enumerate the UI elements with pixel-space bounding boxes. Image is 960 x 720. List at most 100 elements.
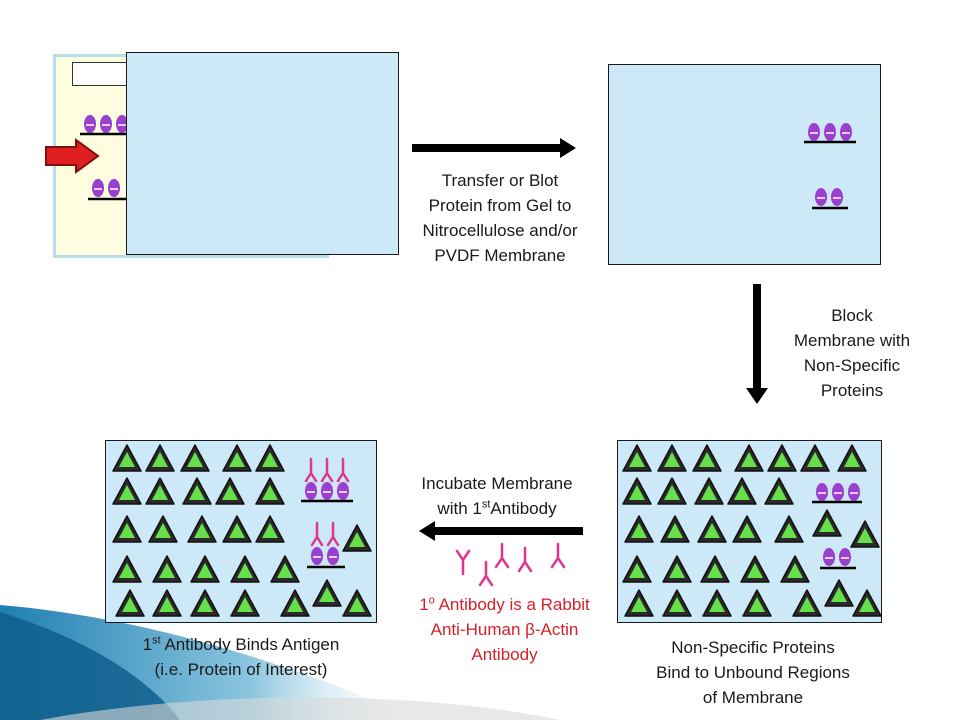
- gel-band-bottom: [88, 179, 130, 201]
- blocked-band-bottom: [820, 548, 856, 570]
- blocking-protein-icon: [342, 524, 372, 552]
- blocking-protein-icon: [742, 589, 772, 617]
- red-arrow-icon: [45, 138, 100, 174]
- antibody-membrane-bands: [301, 457, 353, 569]
- blocking-protein-icon: [182, 477, 212, 505]
- transferred-membrane: [608, 64, 881, 265]
- blocking-protein-icon: [112, 515, 142, 543]
- blocking-protein-icon: [850, 520, 880, 548]
- blocking-protein-icon: [624, 515, 654, 543]
- incubate-caption-line2: with 1stAntibody: [437, 498, 557, 518]
- incubate-caption-line1: Incubate Membrane: [421, 474, 573, 493]
- blocking-protein-icon: [774, 515, 804, 543]
- antibody-icon: [455, 549, 471, 576]
- blocking-protein-icon: [702, 589, 732, 617]
- blocking-protein-icon: [255, 444, 285, 472]
- blocking-protein-icon: [342, 589, 372, 617]
- blocking-protein-icon: [230, 589, 260, 617]
- antibody-icon: [517, 546, 533, 573]
- nonspecific-caption: Non-Specific Proteins Bind to Unbound Re…: [656, 638, 850, 707]
- blocking-protein-icon: [215, 477, 245, 505]
- antibody-icon: [494, 542, 510, 569]
- free-antibodies: [455, 542, 566, 587]
- blocking-protein-icon: [824, 579, 854, 607]
- blocking-protein-icon: [190, 555, 220, 583]
- blocking-protein-icon: [740, 555, 770, 583]
- blocking-protein-icon: [255, 515, 285, 543]
- blocking-protein-icon: [800, 444, 830, 472]
- blocking-protein-icon: [764, 477, 794, 505]
- blocking-protein-icon: [622, 444, 652, 472]
- blocking-protein-icon: [657, 444, 687, 472]
- blocking-protein-icon: [222, 515, 252, 543]
- blocking-protein-icon: [622, 477, 652, 505]
- blocking-protein-icon: [222, 444, 252, 472]
- blocking-protein-icon: [190, 589, 220, 617]
- blocking-protein-icon: [280, 589, 310, 617]
- blocking-protein-icon: [767, 444, 797, 472]
- incubate-caption: Incubate Membrane with 1stAntibody: [392, 471, 602, 521]
- primary-caption-line2: Anti-Human β-Actin: [430, 620, 579, 639]
- block-caption: Block Membrane with Non-Specific Protein…: [793, 306, 911, 400]
- blocking-protein-icon: [152, 589, 182, 617]
- blocking-protein-icon: [697, 515, 727, 543]
- blocking-protein-icon: [145, 477, 175, 505]
- blocking-protein-icon: [732, 515, 762, 543]
- gel-band-top: [80, 115, 132, 136]
- blocking-protein-icon: [792, 589, 822, 617]
- bound-band-bottom: [307, 521, 345, 569]
- blocking-protein-icon: [727, 477, 757, 505]
- transfer-arrow: [412, 138, 576, 158]
- blocking-protein-icon: [734, 444, 764, 472]
- gel-bands: [80, 115, 132, 201]
- membrane-on-gel: [126, 52, 399, 255]
- binds-caption-line2: (i.e. Protein of Interest): [154, 660, 328, 679]
- blocking-protein-icon: [230, 555, 260, 583]
- blocked-band-top: [812, 483, 862, 504]
- blocked-membrane-blockers: [622, 444, 882, 617]
- binds-caption: 1st Antibody Binds Antigen (i.e. Protein…: [105, 632, 377, 682]
- primary-antibody-caption: 1o Antibody is a Rabbit Anti-Human β-Act…: [392, 592, 617, 667]
- blocking-protein-icon: [657, 477, 687, 505]
- blocking-protein-icon: [660, 515, 690, 543]
- incubate-arrow: [419, 521, 583, 541]
- blocking-protein-icon: [187, 515, 217, 543]
- blocking-protein-icon: [622, 555, 652, 583]
- blocking-protein-icon: [152, 555, 182, 583]
- blocking-protein-icon: [780, 555, 810, 583]
- blocking-protein-icon: [662, 589, 692, 617]
- blocking-protein-icon: [852, 589, 882, 617]
- antibody-membrane-blockers: [112, 444, 372, 617]
- antibody-icon: [478, 560, 494, 587]
- blocking-protein-icon: [692, 444, 722, 472]
- blocked-membrane-bands: [812, 483, 862, 570]
- gel-well: [72, 62, 134, 86]
- primary-caption-line3: Antibody: [471, 645, 538, 664]
- bound-band-top: [301, 457, 353, 503]
- blocking-protein-icon: [700, 555, 730, 583]
- blocking-protein-icon: [662, 555, 692, 583]
- blocking-protein-icon: [270, 555, 300, 583]
- blocking-protein-icon: [112, 477, 142, 505]
- blocking-protein-icon: [145, 444, 175, 472]
- blocking-protein-icon: [694, 477, 724, 505]
- blocking-protein-icon: [180, 444, 210, 472]
- blocking-protein-icon: [624, 589, 654, 617]
- transfer-caption: Transfer or Blot Protein from Gel to Nit…: [422, 171, 578, 265]
- blocking-protein-icon: [312, 579, 342, 607]
- membrane-band-bottom: [812, 188, 848, 210]
- blocking-protein-icon: [812, 509, 842, 537]
- blocking-protein-icon: [115, 589, 145, 617]
- binds-caption-line1: 1st Antibody Binds Antigen: [142, 634, 340, 654]
- blocking-protein-icon: [255, 477, 285, 505]
- antibody-icon: [550, 542, 566, 569]
- blocking-protein-icon: [148, 515, 178, 543]
- primary-caption-line1: 1o Antibody is a Rabbit: [419, 594, 590, 614]
- blocking-protein-icon: [112, 444, 142, 472]
- blocking-protein-icon: [112, 555, 142, 583]
- membrane-band-top: [804, 123, 856, 144]
- blocking-protein-icon: [837, 444, 867, 472]
- block-arrow: [746, 284, 768, 404]
- membrane-bands: [804, 123, 856, 210]
